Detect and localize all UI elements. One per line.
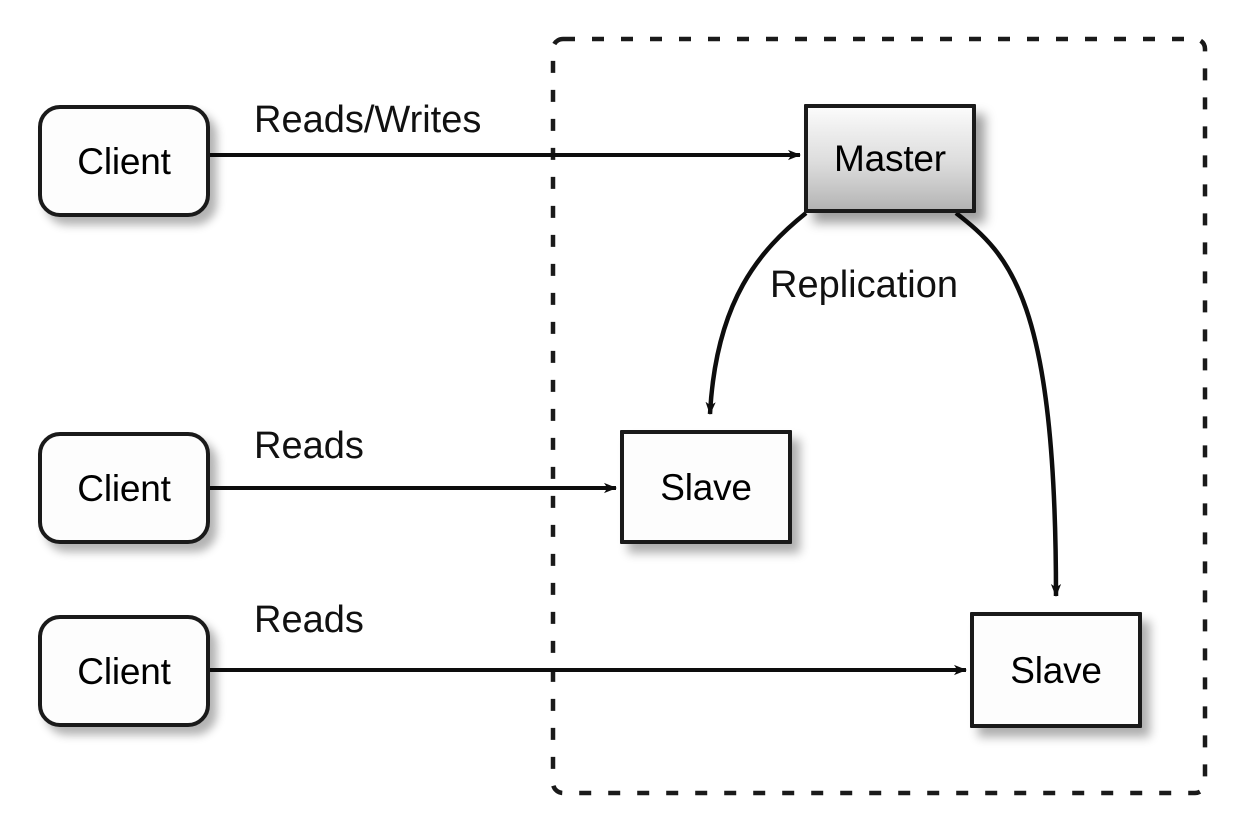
edge-label-reads-2: Reads xyxy=(254,599,364,641)
node-label: Slave xyxy=(660,466,752,508)
edge-label-replication: Replication xyxy=(770,264,958,306)
node-label: Slave xyxy=(1010,649,1102,691)
node-slave-1[interactable]: Slave xyxy=(620,430,792,544)
edge-master-slave2-curve xyxy=(954,211,1062,597)
database-cluster-boundary xyxy=(550,36,1208,796)
node-label: Client xyxy=(77,140,171,182)
node-client-1[interactable]: Client xyxy=(38,105,210,217)
edge-master-slave1-curve xyxy=(705,211,808,415)
node-master[interactable]: Master xyxy=(804,104,976,213)
node-client-2[interactable]: Client xyxy=(38,432,210,544)
edge-label-reads-1: Reads xyxy=(254,425,364,467)
node-label: Master xyxy=(834,138,946,179)
node-slave-2[interactable]: Slave xyxy=(970,612,1142,728)
edge-label-reads-writes: Reads/Writes xyxy=(254,99,482,141)
node-label: Client xyxy=(77,467,171,509)
node-client-3[interactable]: Client xyxy=(38,615,210,727)
node-label: Client xyxy=(77,650,171,692)
